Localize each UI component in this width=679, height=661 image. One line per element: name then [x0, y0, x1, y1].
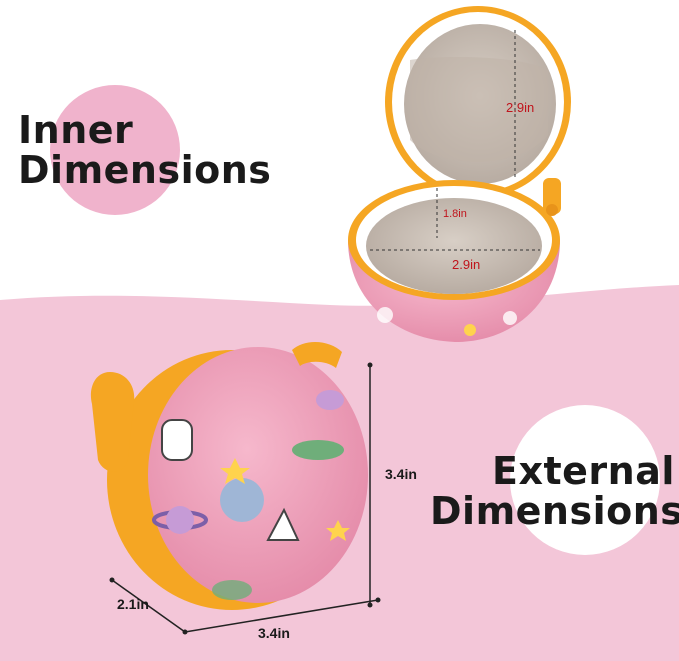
external-heading-circle [510, 405, 660, 555]
depth-line-external [111, 579, 186, 633]
mesh-pocket [410, 57, 548, 162]
inner-heading-circle [50, 85, 180, 215]
inner-heading-line1: Inner [18, 108, 134, 152]
case-front [148, 347, 368, 603]
external-heading-line1: External [492, 449, 675, 493]
astronaut-print [161, 419, 193, 461]
external-heading-line2: Dimensions [430, 489, 679, 533]
base-lining [366, 198, 542, 294]
inner-heading-line2: Dimensions [18, 148, 272, 192]
external-width-label: 3.4in [258, 625, 290, 641]
external-depth-label: 2.1in [117, 596, 149, 612]
external-height-label: 3.4in [385, 466, 417, 482]
open-case [348, 6, 571, 342]
inner-lid-width-label: 2.9in [506, 100, 535, 115]
width-line-external [184, 599, 379, 633]
zipper-pull [543, 178, 561, 214]
rocket-print [266, 507, 300, 541]
ufo-print [292, 440, 344, 460]
zipper-tab [90, 372, 135, 472]
closed-case [90, 341, 381, 635]
top-strap [292, 341, 342, 368]
planet-print [220, 478, 264, 522]
inner-base-width-label: 2.9in [452, 257, 481, 272]
inner-depth-label: 1.8in [443, 208, 467, 220]
